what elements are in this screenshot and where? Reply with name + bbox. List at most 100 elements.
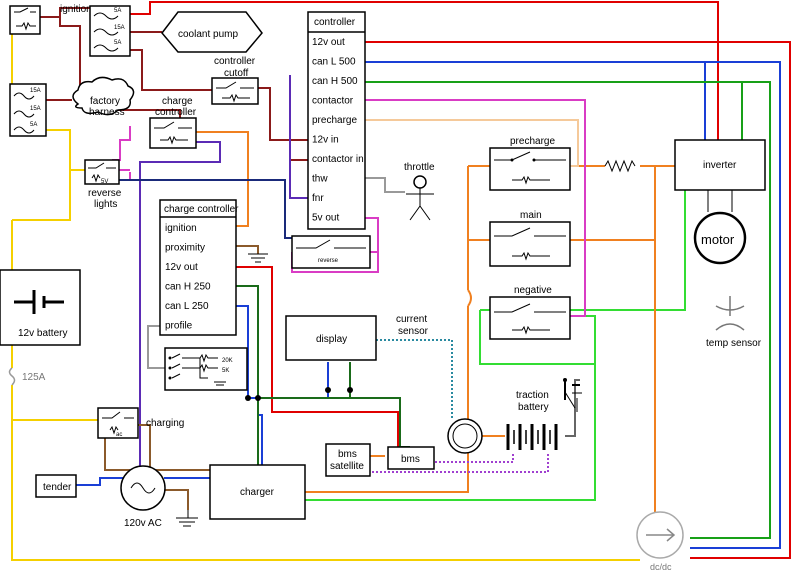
svg-text:coolant pump: coolant pump	[178, 29, 238, 40]
battery-12v: 12v battery	[0, 269, 81, 346]
svg-text:bms: bms	[401, 454, 420, 465]
wire-brown-ac	[104, 437, 130, 471]
charge-controller-pin-can-h-250: can H 250	[165, 282, 211, 293]
svg-text:main: main	[520, 210, 542, 221]
svg-text:throttle: throttle	[404, 162, 435, 173]
wire-ignition-to-harness	[59, 17, 81, 90]
fuse-block-left: 15A 15A 5A	[9, 83, 47, 137]
svg-text:reverse: reverse	[318, 258, 339, 264]
svg-text:5K: 5K	[222, 368, 229, 374]
reverse-lights-relay: 5V reverse lights	[84, 159, 122, 210]
svg-text:charging: charging	[146, 418, 184, 429]
traction-battery: traction battery	[506, 390, 558, 450]
svg-text:125A: 125A	[22, 372, 46, 383]
svg-text:5A: 5A	[114, 40, 121, 46]
svg-text:controller: controller	[214, 56, 256, 67]
profile-resistor-network: 20K 5K	[164, 347, 248, 391]
controller-pin-fnr: fnr	[312, 193, 324, 204]
controller-pin-12v-out: 12v out	[312, 37, 345, 48]
svg-text:12v battery: 12v battery	[18, 328, 67, 339]
wire-crossover	[467, 289, 472, 307]
junction-dots	[245, 387, 353, 401]
wire-yellow-fuse	[11, 345, 640, 561]
bms: bms	[387, 446, 435, 470]
precharge-contactor: precharge	[489, 136, 571, 191]
wire-red-chargecontroller-12v	[236, 266, 399, 447]
ground-symbol-proximity	[248, 253, 268, 263]
charge-controller-pin-profile: profile	[165, 321, 193, 332]
svg-text:charge controller: charge controller	[164, 204, 239, 215]
svg-text:sensor: sensor	[398, 326, 429, 337]
svg-text:battery: battery	[518, 402, 549, 413]
svg-text:precharge: precharge	[510, 136, 555, 147]
svg-text:reverse: reverse	[88, 188, 122, 199]
wire-blue-canL500	[365, 61, 781, 549]
svg-text:cutoff: cutoff	[224, 68, 248, 79]
svg-text:current: current	[396, 314, 427, 325]
charge-controller-pin-ignition: ignition	[165, 223, 197, 234]
svg-text:controller: controller	[155, 107, 197, 118]
dcdc-converter: dc/dc	[636, 511, 684, 572]
wire-harness-to-chargecontroller	[110, 109, 181, 118]
charge-controller-pin-proximity: proximity	[165, 243, 205, 254]
svg-text:bms: bms	[338, 449, 357, 460]
factory-harness: factory harness	[72, 76, 135, 118]
svg-text:5A: 5A	[114, 8, 121, 14]
wire-blue-tender	[75, 477, 130, 486]
svg-text:ac: ac	[116, 432, 122, 438]
controller-pin-thw: thw	[312, 174, 328, 185]
ignition-switch: ignition	[9, 4, 92, 35]
wire-blue-display	[258, 362, 329, 399]
wire-purple-controller	[139, 141, 221, 478]
charge-controller-pin-12v-out: 12v out	[165, 262, 198, 273]
wire-orange-hv	[654, 240, 668, 516]
controller-pin-5v-out: 5v out	[312, 213, 339, 224]
controller-pin-12v-in: 12v in	[312, 135, 339, 146]
svg-text:15A: 15A	[30, 88, 41, 94]
coolant-pump: coolant pump	[161, 11, 263, 53]
svg-text:charger: charger	[240, 487, 275, 498]
display: display	[285, 315, 377, 361]
charge-controller-pin-can-l-250: can L 250	[165, 301, 209, 312]
wire-gray-thw	[365, 177, 405, 193]
main-contactor: main	[489, 210, 571, 267]
ac-source-120v: 120v AC	[120, 465, 166, 529]
inverter: inverter	[674, 139, 766, 191]
current-sensor	[447, 418, 483, 454]
current-sensor-label: current sensor	[396, 314, 429, 337]
wire-yellow-left	[11, 29, 30, 90]
svg-text:120v AC: 120v AC	[124, 518, 162, 529]
controller-pin-precharge: precharge	[312, 115, 357, 126]
wire-teal-current-sensor	[376, 339, 453, 420]
svg-text:temp sensor: temp sensor	[706, 338, 762, 349]
fuse-block-top: 5A 15A 5A	[89, 5, 131, 57]
wire-purple-fnr	[289, 75, 308, 199]
wire-brown-ac-ground	[164, 489, 189, 510]
controller-pin-contactor: contactor	[312, 96, 354, 107]
svg-text:display: display	[316, 334, 347, 345]
wire-navy-reverse-fnr	[118, 179, 292, 239]
svg-text:negative: negative	[514, 285, 552, 296]
wire-green-canH500	[365, 81, 771, 539]
reverse-switch: reverse	[291, 235, 371, 269]
motor: motor	[693, 211, 747, 265]
svg-text:factory: factory	[90, 96, 120, 107]
wire-black-link	[564, 380, 580, 400]
ground-symbol-ac	[176, 510, 198, 527]
wire-magenta-contactor	[365, 99, 586, 317]
svg-text:charge: charge	[162, 96, 193, 107]
bms-satellite: bms satellite	[325, 443, 371, 477]
wire-gray-profile	[147, 325, 165, 369]
wire-peach-precharge	[365, 119, 579, 167]
charging-relay: ac charging	[97, 407, 184, 439]
wire-yellow-main	[12, 129, 71, 221]
wire-red-12vout	[365, 41, 791, 559]
wire-brightgreen-tempsensor	[479, 316, 595, 365]
service-disconnect	[563, 378, 582, 412]
controller-pin-can-h-500: can H 500	[312, 76, 358, 87]
controller-pin-contactor-in: contactor in	[312, 154, 364, 165]
svg-text:20K: 20K	[222, 358, 233, 364]
charger: charger	[209, 464, 306, 520]
wire-red-top	[130, 1, 719, 140]
